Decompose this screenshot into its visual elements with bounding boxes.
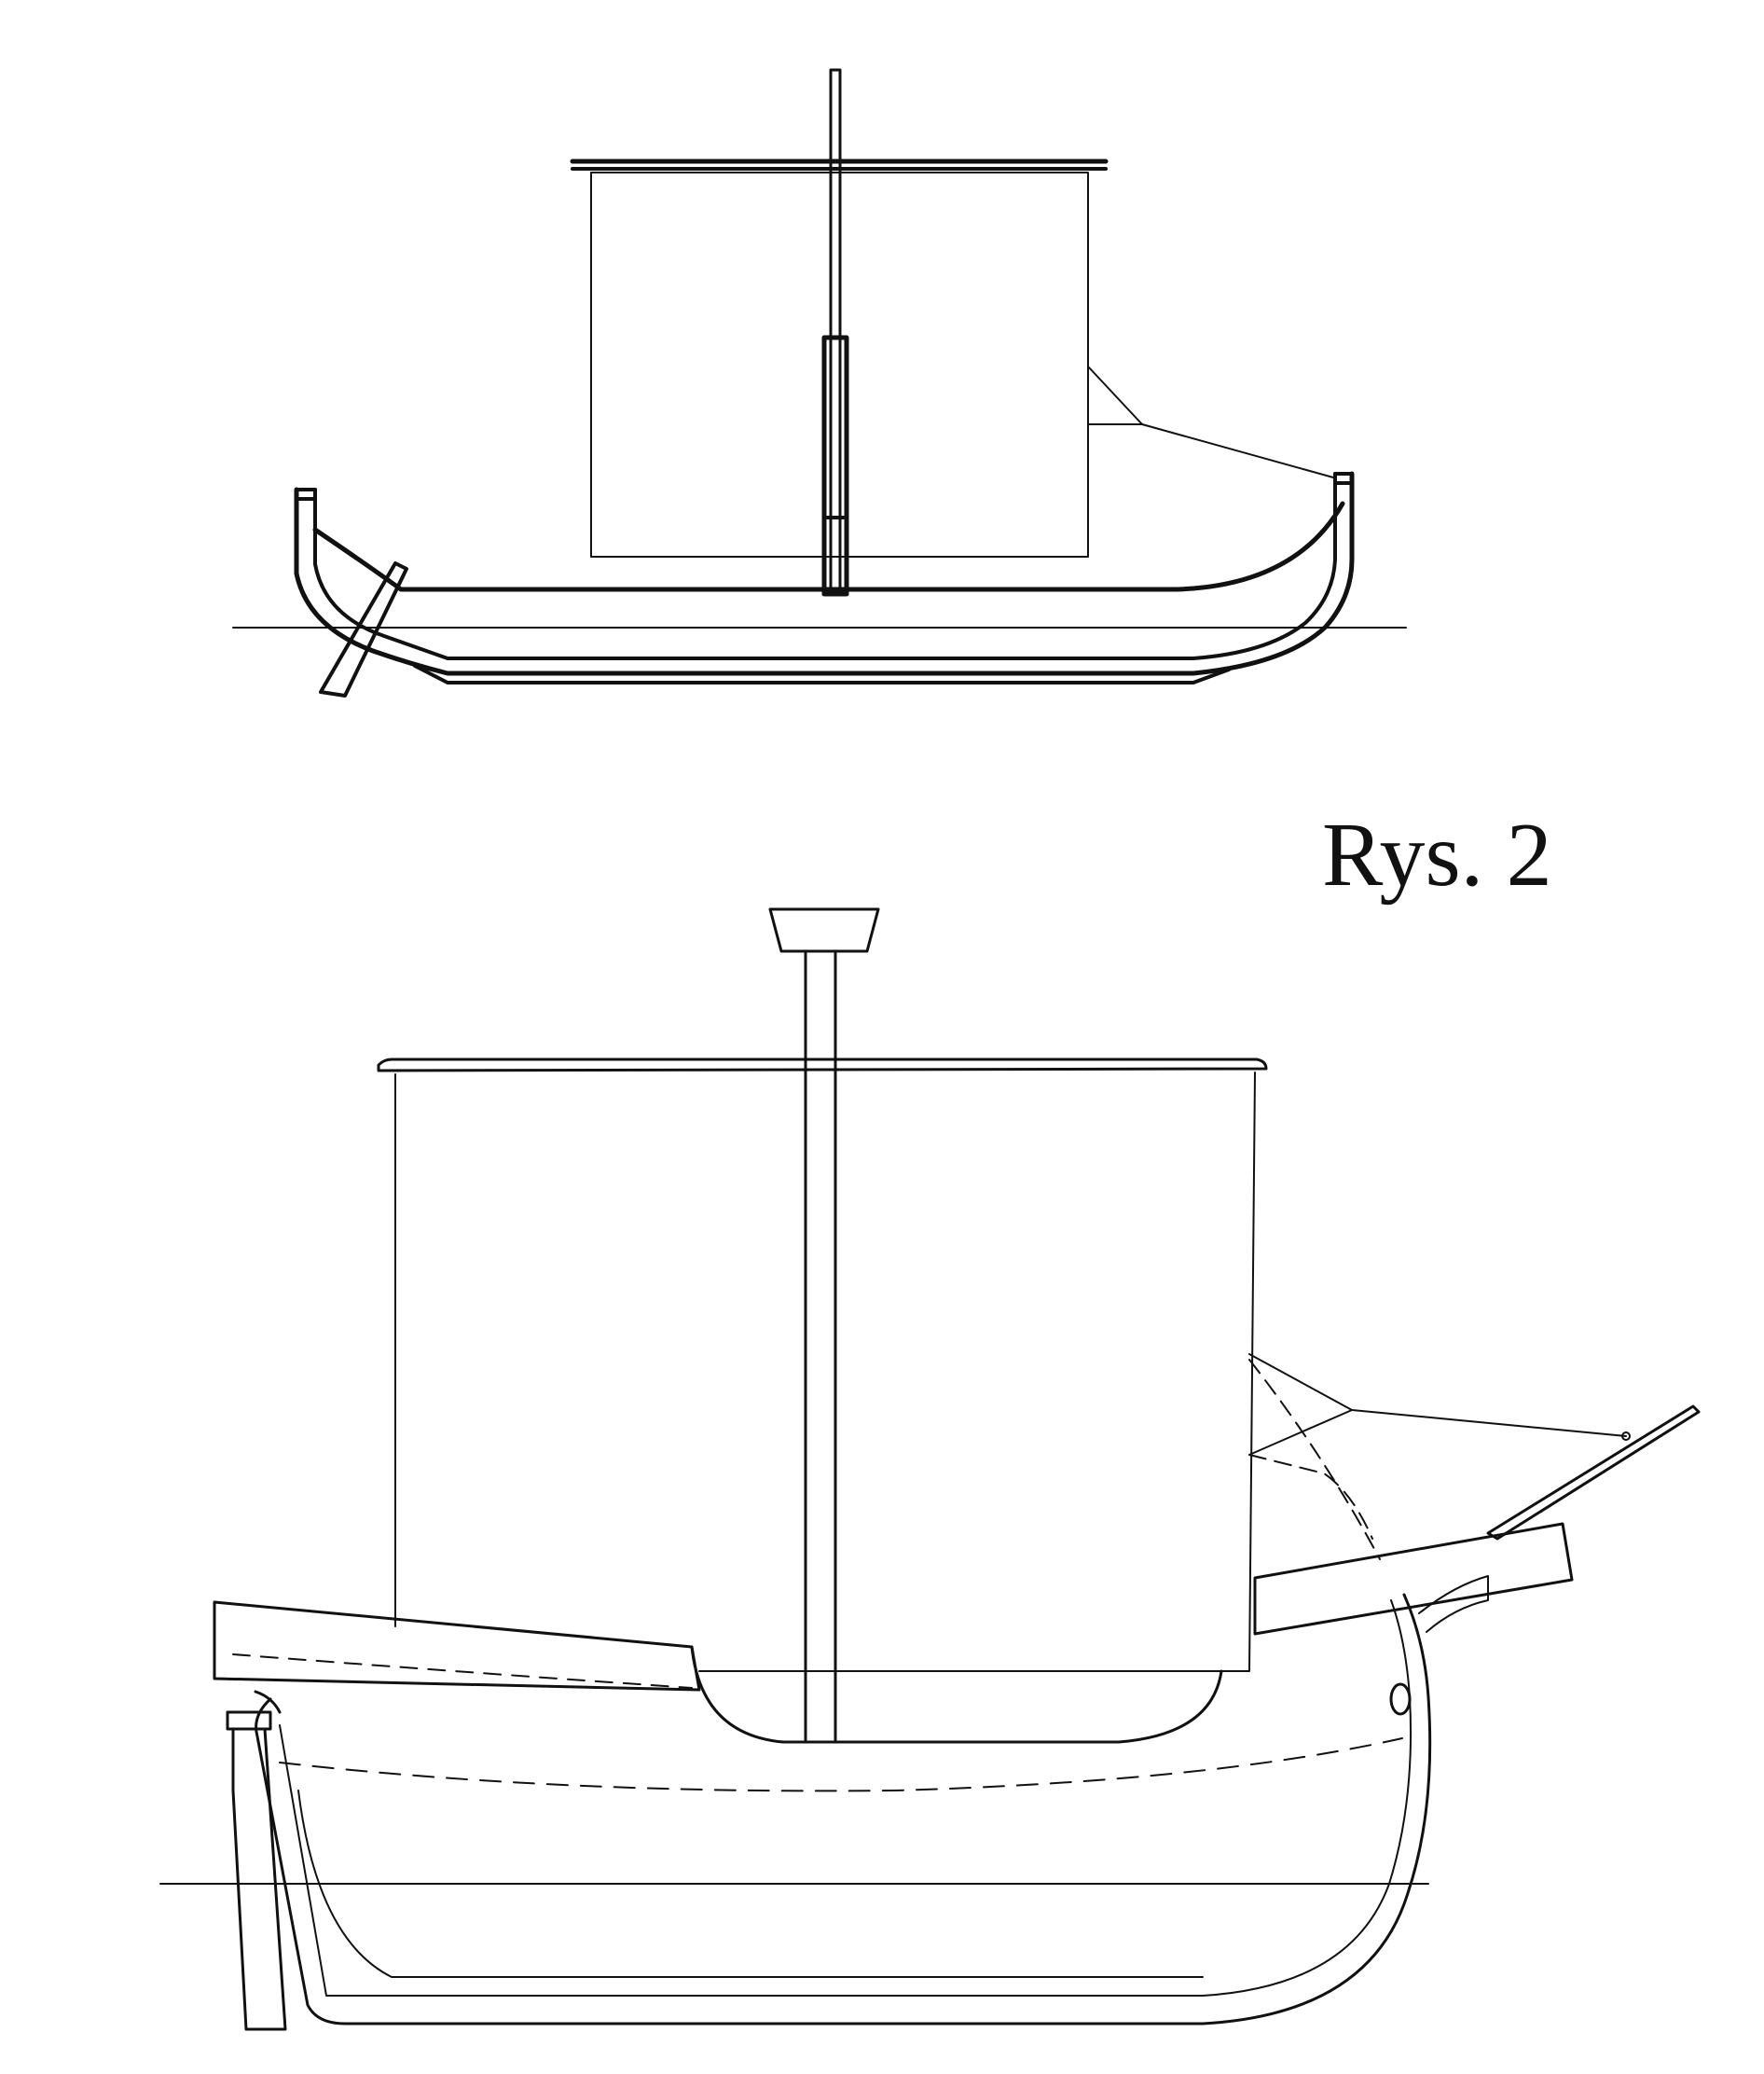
rudder — [227, 1712, 270, 1729]
top-hull-inner — [315, 474, 1335, 658]
bottom-ship-drawing — [160, 909, 1699, 2029]
top-boat-drawing — [233, 70, 1406, 696]
rudder-knob — [255, 1692, 280, 1712]
crows-nest — [770, 909, 878, 951]
top-stern-post — [296, 490, 315, 499]
aftercastle — [214, 1602, 699, 1690]
bottom-rigging — [1248, 1353, 1627, 1437]
ship-waist — [692, 1647, 1221, 1742]
top-keel — [415, 666, 1229, 683]
ship-stem — [1419, 1576, 1488, 1632]
hawse-hole — [1391, 1684, 1410, 1714]
ship-wale — [280, 1738, 1402, 1791]
figure-caption: Rys. 2 — [1322, 805, 1552, 906]
ship-hull-outer — [256, 1595, 1430, 2024]
top-rigging — [1087, 366, 1334, 478]
ship-hull-inner — [280, 1600, 1411, 1996]
forecastle — [1255, 1524, 1572, 1634]
bottom-sail — [395, 1072, 1255, 1671]
top-deck-line — [315, 504, 1343, 589]
top-mast — [831, 70, 840, 592]
bottom-rigging-dashed — [1249, 1360, 1380, 1559]
top-bow-post — [1335, 474, 1352, 483]
rudder-blade — [233, 1729, 285, 2029]
top-steering-oar — [321, 563, 407, 696]
bottom-yard — [379, 1059, 1266, 1071]
ship-bilge-curve — [298, 1791, 1203, 1977]
top-hull-outer — [296, 474, 1352, 673]
aftercastle-dashes — [233, 1654, 692, 1688]
